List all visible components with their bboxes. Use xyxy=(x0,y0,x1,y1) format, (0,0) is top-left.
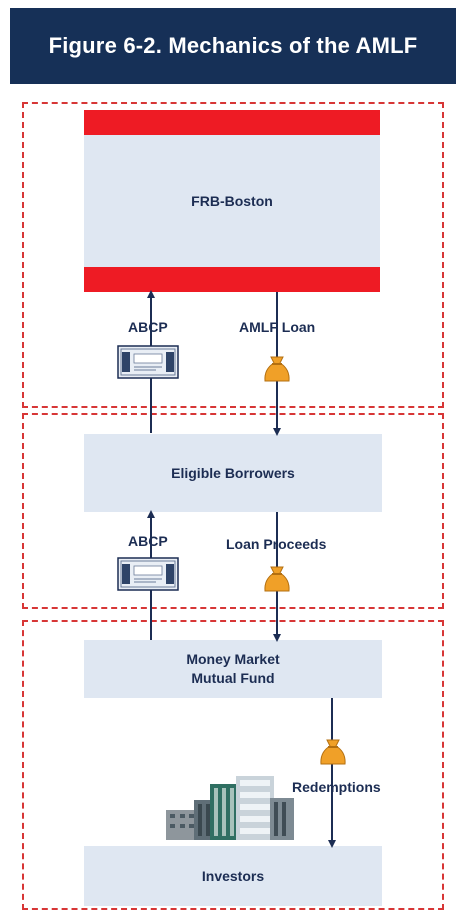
money-market-label: Money Market xyxy=(186,651,280,668)
mutual-fund-label: Mutual Fund xyxy=(191,670,275,686)
redemptions-label: Redemptions xyxy=(292,779,381,795)
money-bag-icon xyxy=(320,739,346,765)
investors-box: Investors xyxy=(84,846,382,906)
zone-fund-investors xyxy=(22,620,444,910)
figure-title: Figure 6-2. Mechanics of the AMLF xyxy=(48,33,418,58)
frb-bottom-band xyxy=(84,267,380,292)
frb-boston-box: FRB-Boston xyxy=(84,110,380,292)
frb-top-band xyxy=(84,110,380,135)
figure-title-bar: Figure 6-2. Mechanics of the AMLF xyxy=(10,8,456,84)
zone-eligible-borrowers xyxy=(22,413,444,609)
abcp-to-frb-label: ABCP xyxy=(128,319,168,335)
abcp-to-borrowers-label: ABCP xyxy=(128,533,168,549)
eligible-borrowers-box: Eligible Borrowers xyxy=(84,434,382,512)
investors-label: Investors xyxy=(201,867,265,884)
zone-frb xyxy=(22,102,444,408)
certificate-icon xyxy=(117,345,179,379)
money-bag-icon xyxy=(264,356,290,382)
frb-boston-label: FRB-Boston xyxy=(191,192,273,209)
eligible-borrowers-label: Eligible Borrowers xyxy=(171,464,295,481)
money-bag-icon xyxy=(264,566,290,592)
money-market-fund-box: Money Market Mutual Fund xyxy=(84,640,382,698)
office-buildings-icon xyxy=(166,776,294,840)
certificate-icon xyxy=(117,557,179,591)
